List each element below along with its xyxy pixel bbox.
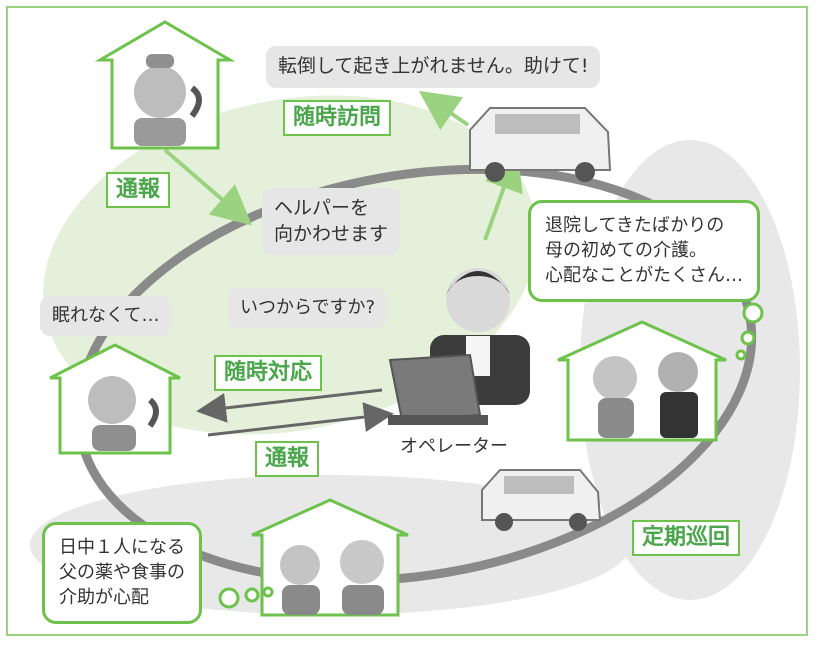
bubble-alone: 日中１人になる 父の薬や食事の 介助が心配 (42, 522, 202, 624)
house-left (49, 343, 181, 455)
car-right (481, 469, 602, 531)
bubble-helper-line-1: ヘルパーを (274, 197, 370, 219)
operator-label: オペレーター (400, 436, 508, 457)
bubble-alone-line-2: 父の薬や食事の (59, 562, 185, 584)
thought-dot-bottom-2 (244, 587, 260, 603)
bubble-helper: ヘルパーを 向かわせます (262, 188, 401, 256)
thought-dot-right-2 (740, 330, 756, 346)
label-respond: 随時対応 (214, 355, 323, 391)
thought-dot-right-1 (742, 302, 764, 324)
arrow-respond (196, 388, 383, 423)
label-visit: 随時訪問 (283, 100, 392, 136)
thought-dot-right-3 (735, 349, 747, 361)
bubble-sleep: 眠れなくて… (40, 296, 172, 337)
arrow-dispatch (483, 149, 523, 241)
thought-dot-bottom-1 (218, 587, 240, 609)
bubble-when: いつからですか? (228, 288, 388, 329)
bubble-discharged-line-1: 退院してきたばかりの (545, 215, 725, 236)
label-report-bottom: 通報 (255, 441, 320, 477)
operator-figure (388, 268, 530, 425)
arrow-report-top (163, 148, 253, 226)
thought-dot-bottom-3 (262, 586, 274, 598)
bubble-discharged-line-3: 心配なことがたくさん… (545, 265, 743, 287)
bubble-fall: 転倒して起き上がれません。助けて! (266, 46, 601, 88)
arrow-report-bottom (207, 402, 394, 437)
house-bottom (251, 498, 409, 617)
label-patrol: 定期巡回 (632, 520, 741, 556)
label-report-top: 通報 (106, 172, 171, 208)
bubble-discharged-line-2: 母の初めての介護。 (545, 240, 707, 262)
bubble-helper-line-2: 向かわせます (274, 222, 389, 245)
arrow-visit (418, 90, 470, 131)
diagram-frame (6, 6, 808, 636)
bubble-sleep-text: 眠れなくて… (52, 305, 160, 326)
house-right (557, 320, 727, 442)
bubble-alone-line-3: 介助が心配 (59, 587, 149, 609)
house-top-left (94, 20, 236, 150)
bubble-fall-text: 転倒して起き上がれません。助けて! (278, 55, 589, 77)
bubble-when-text: いつからですか? (240, 297, 376, 318)
bubble-alone-line-1: 日中１人になる (59, 537, 185, 558)
bubble-discharged: 退院してきたばかりの 母の初めての介護。 心配なことがたくさん… (528, 200, 760, 302)
car-top (469, 107, 612, 182)
